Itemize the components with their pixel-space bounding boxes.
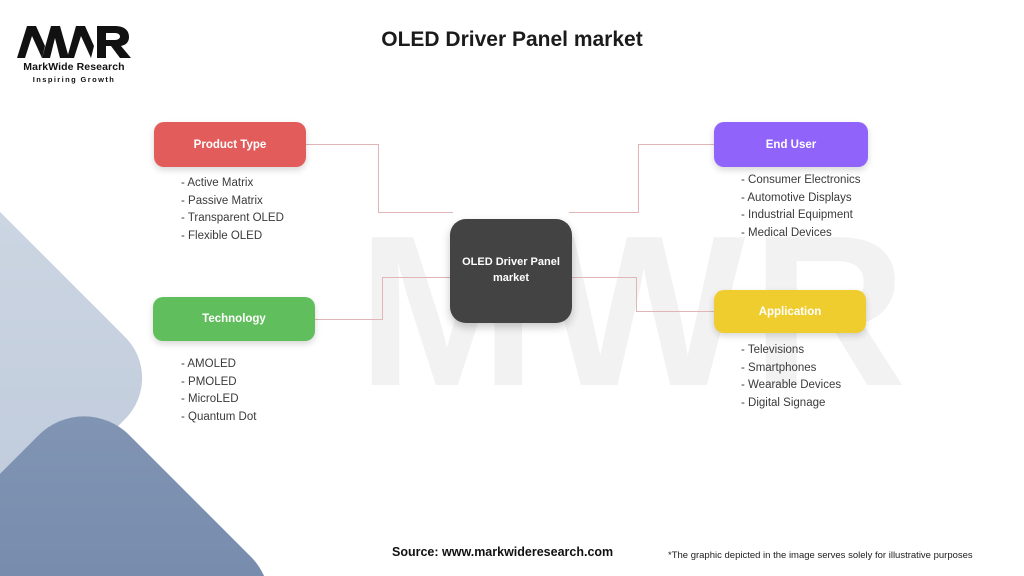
list-item: - Active Matrix: [181, 177, 254, 189]
node-center-label: OLED Driver Panel market: [462, 256, 560, 284]
node-technology-label: Technology: [202, 313, 266, 325]
connector-technology-h1: [315, 319, 383, 320]
node-end-user-label: End User: [765, 138, 817, 151]
list-technology: - AMOLED - PMOLED - MicroLED - Quantum D…: [181, 356, 256, 426]
connector-application-h1: [569, 277, 637, 278]
list-item: - Passive Matrix: [181, 194, 263, 207]
connector-technology-v: [382, 277, 383, 320]
connector-end-user-h2: [638, 144, 716, 145]
connector-technology-h2: [382, 277, 454, 278]
connector-end-user-h1: [569, 212, 639, 213]
list-item: - Consumer Electronics: [741, 174, 861, 186]
list-item: - Digital Signage: [741, 396, 826, 409]
logo-monogram-icon: [14, 24, 134, 60]
node-technology[interactable]: Technology: [153, 297, 315, 341]
node-application[interactable]: Application: [714, 290, 866, 333]
list-application: - Televisions - Smartphones - Wearable D…: [741, 342, 841, 412]
decorative-shape-light: [0, 165, 167, 576]
list-item: - Quantum Dot: [181, 410, 257, 423]
node-product-type[interactable]: Product Type: [154, 122, 306, 167]
list-item: - Automotive Displays: [741, 191, 852, 204]
list-item: - Televisions: [741, 344, 805, 356]
node-application-label: Application: [758, 305, 822, 318]
connector-product-type-h2: [378, 212, 453, 213]
logo-company-name: MarkWide Research: [23, 61, 125, 73]
list-item: - Wearable Devices: [741, 379, 842, 391]
node-end-user[interactable]: End User: [714, 122, 868, 167]
brand-logo: MarkWide Research Inspiring Growth: [14, 24, 134, 83]
disclaimer-text: *The graphic depicted in the image serve…: [668, 550, 973, 561]
connector-product-type-v: [378, 144, 379, 213]
node-product-type-label: Product Type: [193, 138, 267, 151]
list-item: - PMOLED: [181, 375, 237, 388]
source-text: Source: www.markwideresearch.com: [392, 545, 614, 559]
page-title: OLED Driver Panel market: [381, 28, 643, 51]
list-item: - Industrial Equipment: [741, 209, 853, 221]
list-item: - AMOLED: [181, 358, 236, 370]
background-watermark: MWR: [357, 190, 913, 431]
list-end-user: - Consumer Electronics - Automotive Disp…: [741, 172, 861, 242]
list-item: - Transparent OLED: [181, 212, 284, 224]
connector-application-h2: [636, 311, 716, 312]
logo-tagline: Inspiring Growth: [32, 74, 116, 84]
connector-product-type-h1: [306, 144, 379, 145]
node-center-market[interactable]: OLED Driver Panel market: [450, 219, 572, 323]
connector-end-user-v: [638, 144, 639, 213]
list-product-type: - Active Matrix - Passive Matrix - Trans…: [181, 175, 284, 245]
list-item: - Medical Devices: [741, 226, 832, 239]
list-item: - MicroLED: [181, 393, 239, 405]
list-item: - Smartphones: [741, 361, 817, 374]
connector-application-v: [636, 277, 637, 312]
list-item: - Flexible OLED: [181, 229, 263, 242]
